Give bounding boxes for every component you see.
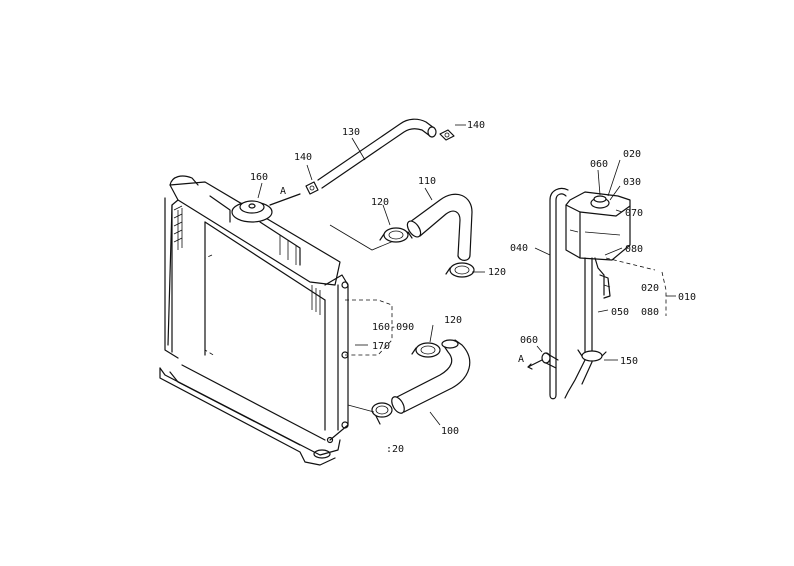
overflow-pipe-radiator <box>269 193 301 206</box>
label-ref-a-radiator: A <box>280 186 286 197</box>
clip-140-right <box>439 129 455 141</box>
label-170: 170 <box>372 341 390 352</box>
clip-150 <box>577 349 607 362</box>
label-070: 070 <box>625 208 643 219</box>
hose-130 <box>317 118 437 189</box>
label-020: 020 <box>623 149 641 160</box>
label-140-right: 140 <box>467 120 485 131</box>
leader-lines <box>257 124 676 426</box>
label-060-lower: 060 <box>520 335 538 346</box>
label-160-090: 160-090 <box>372 322 414 333</box>
clamp-120-right <box>445 262 475 278</box>
leader-line <box>347 404 375 413</box>
label-040: 040 <box>510 243 528 254</box>
label-130: 130 <box>342 127 360 138</box>
label-ref-a-tank: A <box>518 354 524 365</box>
tank-cap <box>590 195 610 209</box>
label-120-lower: :20 <box>386 444 404 455</box>
tube-060 <box>527 352 559 370</box>
label-030: 030 <box>623 177 641 188</box>
clamp-120-upper <box>379 227 413 243</box>
label-160-cap: 160 <box>250 172 268 183</box>
label-120-upper: 120 <box>371 197 389 208</box>
label-100: 100 <box>441 426 459 437</box>
clamp-120-lower <box>371 402 393 425</box>
label-080-top: 080 <box>625 244 643 255</box>
clamp-120-middle <box>411 342 441 358</box>
label-080-group: 080 <box>641 307 659 318</box>
label-140-left: 140 <box>294 152 312 163</box>
label-110: 110 <box>418 176 436 187</box>
radiator-cap <box>231 200 273 223</box>
part-labels: 130 140 140 160 A 110 120 120 120 160-09… <box>250 120 696 455</box>
label-020-group: 020 <box>641 283 659 294</box>
hose-040 <box>549 187 569 400</box>
label-120-middle: 120 <box>444 315 462 326</box>
leader-line <box>329 224 397 251</box>
hose-100 <box>391 339 471 414</box>
clip-140-left <box>305 181 319 195</box>
label-120-right: 120 <box>488 267 506 278</box>
reserve-tank <box>564 191 631 399</box>
label-150: 150 <box>620 356 638 367</box>
hose-110 <box>406 193 473 261</box>
label-010: 010 <box>678 292 696 303</box>
label-060-top: 060 <box>590 159 608 170</box>
radiator <box>159 175 393 466</box>
label-050: 050 <box>611 307 629 318</box>
